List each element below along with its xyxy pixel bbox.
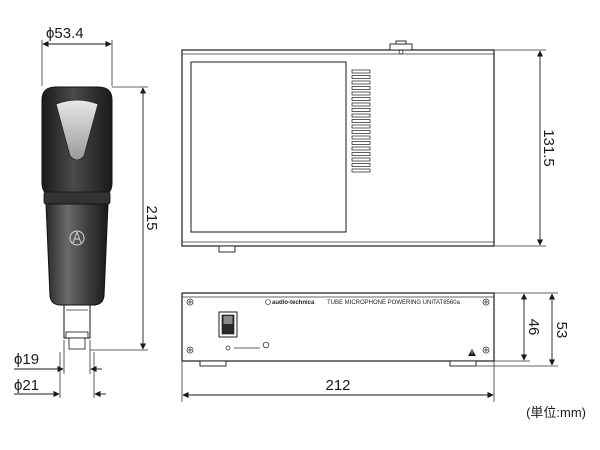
unit-foot-right [449,360,477,367]
unit-total-height-label: 53 [553,322,570,339]
connector-diameter-inner-label: ϕ19 [14,351,39,368]
model-number: AT8560a [436,300,461,306]
unit-depth-label: 131.5 [540,129,557,167]
unit-width-label: 212 [325,377,350,394]
front-switch-tab [218,245,236,253]
rear-connector-tab [389,43,413,51]
mic-height-label: 215 [143,205,160,230]
screw-icon [186,298,490,354]
connector-diameter-outer-label: ϕ21 [14,377,39,394]
led-indicator-icon [225,345,231,351]
mic-collar [43,191,111,205]
unit-foot-left [199,360,227,367]
brand-name: audio-technica [272,300,315,306]
microphone-drawing: ϕ53.4 215 ϕ19 ϕ21 [14,25,160,398]
unit-body-height-label: 46 [525,319,542,336]
audio-technica-logo-icon [69,230,85,246]
unit-top-label-plate [190,61,347,233]
brand-logo-icon [265,299,271,305]
power-unit-front-view: audio-technica TUBE MICROPHONE POWERING … [181,292,570,402]
mic-capsule-window [55,99,99,161]
power-unit-top-view: 131.5 [181,40,557,253]
unit-note: (単位:mm) [526,405,586,420]
vent-slots [351,69,371,173]
mic-body [45,203,109,306]
warning-triangle-icon [468,349,476,356]
product-name: TUBE MICROPHONE POWERING UNIT [327,300,437,306]
mic-diameter-label: ϕ53.4 [46,25,84,42]
